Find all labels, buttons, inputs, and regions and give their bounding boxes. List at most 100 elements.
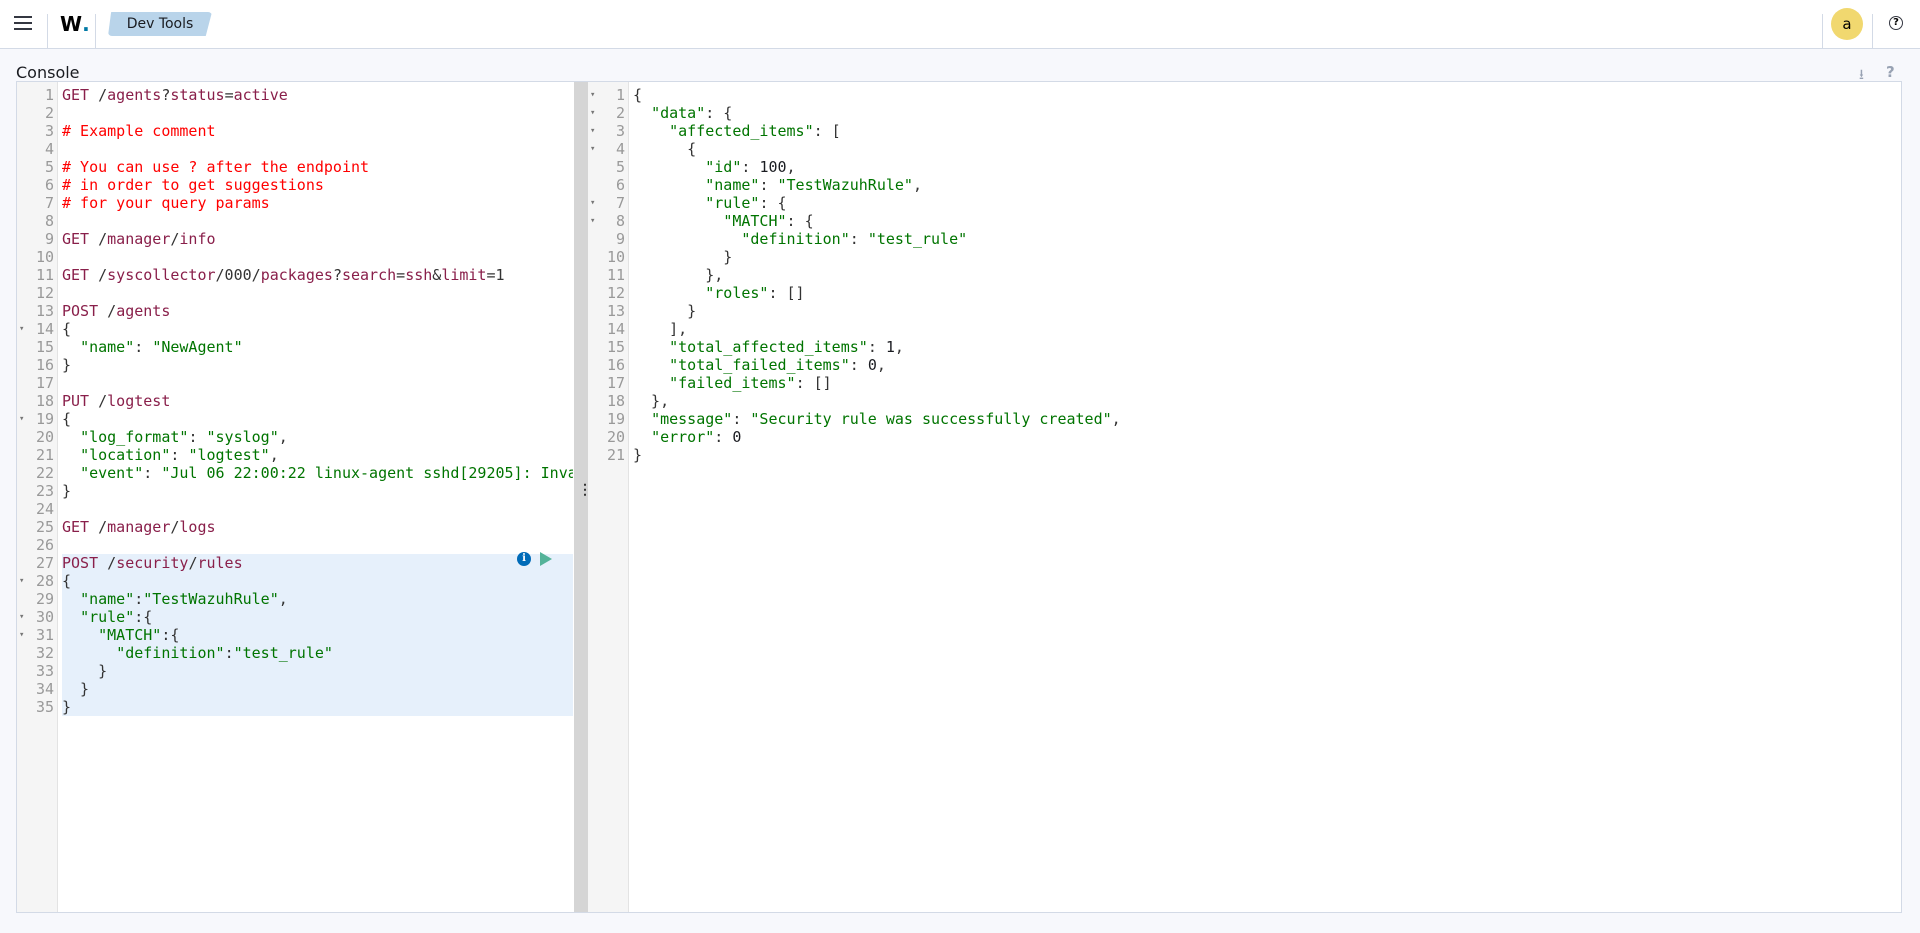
token-method: GET bbox=[62, 518, 90, 536]
token-num: 100 bbox=[759, 158, 787, 176]
token-punct: , bbox=[876, 356, 886, 374]
token-punct: } bbox=[62, 698, 72, 716]
fold-toggle-icon[interactable]: ▾ bbox=[19, 612, 25, 622]
token-punct: / bbox=[89, 518, 108, 536]
fold-toggle-icon[interactable]: ▾ bbox=[19, 414, 25, 424]
info-icon[interactable]: i bbox=[517, 552, 531, 566]
fold-toggle-icon[interactable]: ▾ bbox=[19, 324, 25, 334]
token-punct: { bbox=[633, 140, 697, 158]
token-method: POST bbox=[62, 302, 99, 320]
token-path: manager bbox=[107, 230, 171, 248]
fold-toggle-icon[interactable]: ▾ bbox=[590, 216, 596, 226]
fold-toggle-icon[interactable]: ▾ bbox=[590, 108, 596, 118]
code-line: # You can use ? after the endpoint bbox=[62, 158, 573, 176]
line-number: 3 bbox=[17, 122, 57, 140]
fold-toggle-icon[interactable]: ▾ bbox=[590, 198, 596, 208]
token-punct: ], bbox=[633, 320, 688, 338]
token-path: search bbox=[341, 266, 397, 284]
hamburger-icon[interactable] bbox=[14, 16, 32, 30]
token-punct bbox=[633, 374, 669, 392]
line-number-text: 27 bbox=[35, 554, 54, 572]
divider bbox=[1872, 14, 1873, 48]
console-title: Console bbox=[16, 63, 80, 82]
token-punct: } bbox=[633, 248, 733, 266]
token-comment: # You can use ? after the endpoint bbox=[62, 158, 370, 176]
response-editor[interactable]: { "data": { "affected_items": [ { "id": … bbox=[633, 86, 1901, 464]
line-number: 25 bbox=[17, 518, 57, 536]
line-number-text: 16 bbox=[35, 356, 54, 374]
token-str: "rule" bbox=[80, 608, 135, 626]
line-number: ▾7 bbox=[588, 194, 628, 212]
token-punct: { bbox=[62, 320, 72, 338]
token-punct bbox=[633, 122, 669, 140]
line-number-text: 2 bbox=[44, 104, 54, 122]
token-punct bbox=[62, 446, 80, 464]
line-number: ▾2 bbox=[588, 104, 628, 122]
token-path: packages bbox=[260, 266, 333, 284]
line-number-text: 13 bbox=[35, 302, 54, 320]
code-line: "log_format": "syslog", bbox=[62, 428, 573, 446]
fold-toggle-icon[interactable]: ▾ bbox=[590, 90, 596, 100]
line-number-text: 17 bbox=[606, 374, 625, 392]
line-number-text: 21 bbox=[606, 446, 625, 464]
fold-toggle-icon[interactable]: ▾ bbox=[19, 576, 25, 586]
line-number-text: 12 bbox=[35, 284, 54, 302]
token-punct: } bbox=[62, 662, 108, 680]
line-number: 33 bbox=[17, 662, 57, 680]
line-number: 23 bbox=[17, 482, 57, 500]
token-punct bbox=[62, 464, 80, 482]
pane-resize-handle[interactable]: ⋮ bbox=[574, 82, 592, 912]
line-number-text: 7 bbox=[615, 194, 625, 212]
fold-toggle-icon[interactable]: ▾ bbox=[590, 126, 596, 136]
line-number: ▾30 bbox=[17, 608, 57, 626]
token-punct: : bbox=[143, 464, 162, 482]
token-punct bbox=[62, 428, 80, 446]
line-number-text: 17 bbox=[35, 374, 54, 392]
user-avatar[interactable]: a bbox=[1831, 8, 1863, 40]
token-str: "TestWazuhRule" bbox=[143, 590, 279, 608]
download-icon[interactable]: ⭳ bbox=[1859, 67, 1864, 83]
fold-toggle-icon[interactable]: ▾ bbox=[19, 630, 25, 640]
token-punct: :{ bbox=[161, 626, 180, 644]
token-punct bbox=[633, 212, 723, 230]
token-punct: : bbox=[714, 428, 733, 446]
breadcrumb-dev-tools[interactable]: Dev Tools bbox=[108, 12, 212, 36]
token-punct: , bbox=[1111, 410, 1121, 428]
token-punct: : bbox=[134, 338, 153, 356]
token-str: "error" bbox=[651, 428, 715, 446]
token-path: rules bbox=[197, 554, 243, 572]
code-line: } bbox=[62, 698, 573, 716]
code-line: }, bbox=[633, 266, 1901, 284]
token-punct bbox=[633, 176, 705, 194]
token-punct bbox=[633, 410, 651, 428]
line-number: 10 bbox=[17, 248, 57, 266]
code-line: POST /agents bbox=[62, 302, 573, 320]
line-number: 26 bbox=[17, 536, 57, 554]
token-str: "failed_items" bbox=[669, 374, 796, 392]
question-icon[interactable]: ? bbox=[1886, 63, 1895, 81]
token-comment: # Example comment bbox=[62, 122, 216, 140]
token-punct bbox=[633, 230, 741, 248]
code-line: } bbox=[62, 662, 573, 680]
token-str: "data" bbox=[651, 104, 706, 122]
code-line: { bbox=[62, 320, 573, 338]
fold-toggle-icon[interactable]: ▾ bbox=[590, 144, 596, 154]
token-punct: / bbox=[170, 518, 180, 536]
code-line: } bbox=[62, 680, 573, 698]
line-number-text: 25 bbox=[35, 518, 54, 536]
play-icon[interactable] bbox=[540, 552, 552, 566]
line-number-text: 18 bbox=[606, 392, 625, 410]
line-number: 1 bbox=[17, 86, 57, 104]
token-path: syscollector bbox=[107, 266, 216, 284]
token-punct: : { bbox=[786, 212, 814, 230]
help-icon[interactable]: ? bbox=[1889, 16, 1903, 30]
token-str: "TestWazuhRule" bbox=[777, 176, 913, 194]
request-editor[interactable]: GET /agents?status=active# Example comme… bbox=[62, 86, 573, 716]
line-number-text: 5 bbox=[615, 158, 625, 176]
code-line: "data": { bbox=[633, 104, 1901, 122]
wazuh-logo[interactable]: W. bbox=[60, 12, 90, 36]
code-line: { bbox=[62, 410, 573, 428]
token-path: status bbox=[170, 86, 225, 104]
token-punct: } bbox=[633, 302, 697, 320]
